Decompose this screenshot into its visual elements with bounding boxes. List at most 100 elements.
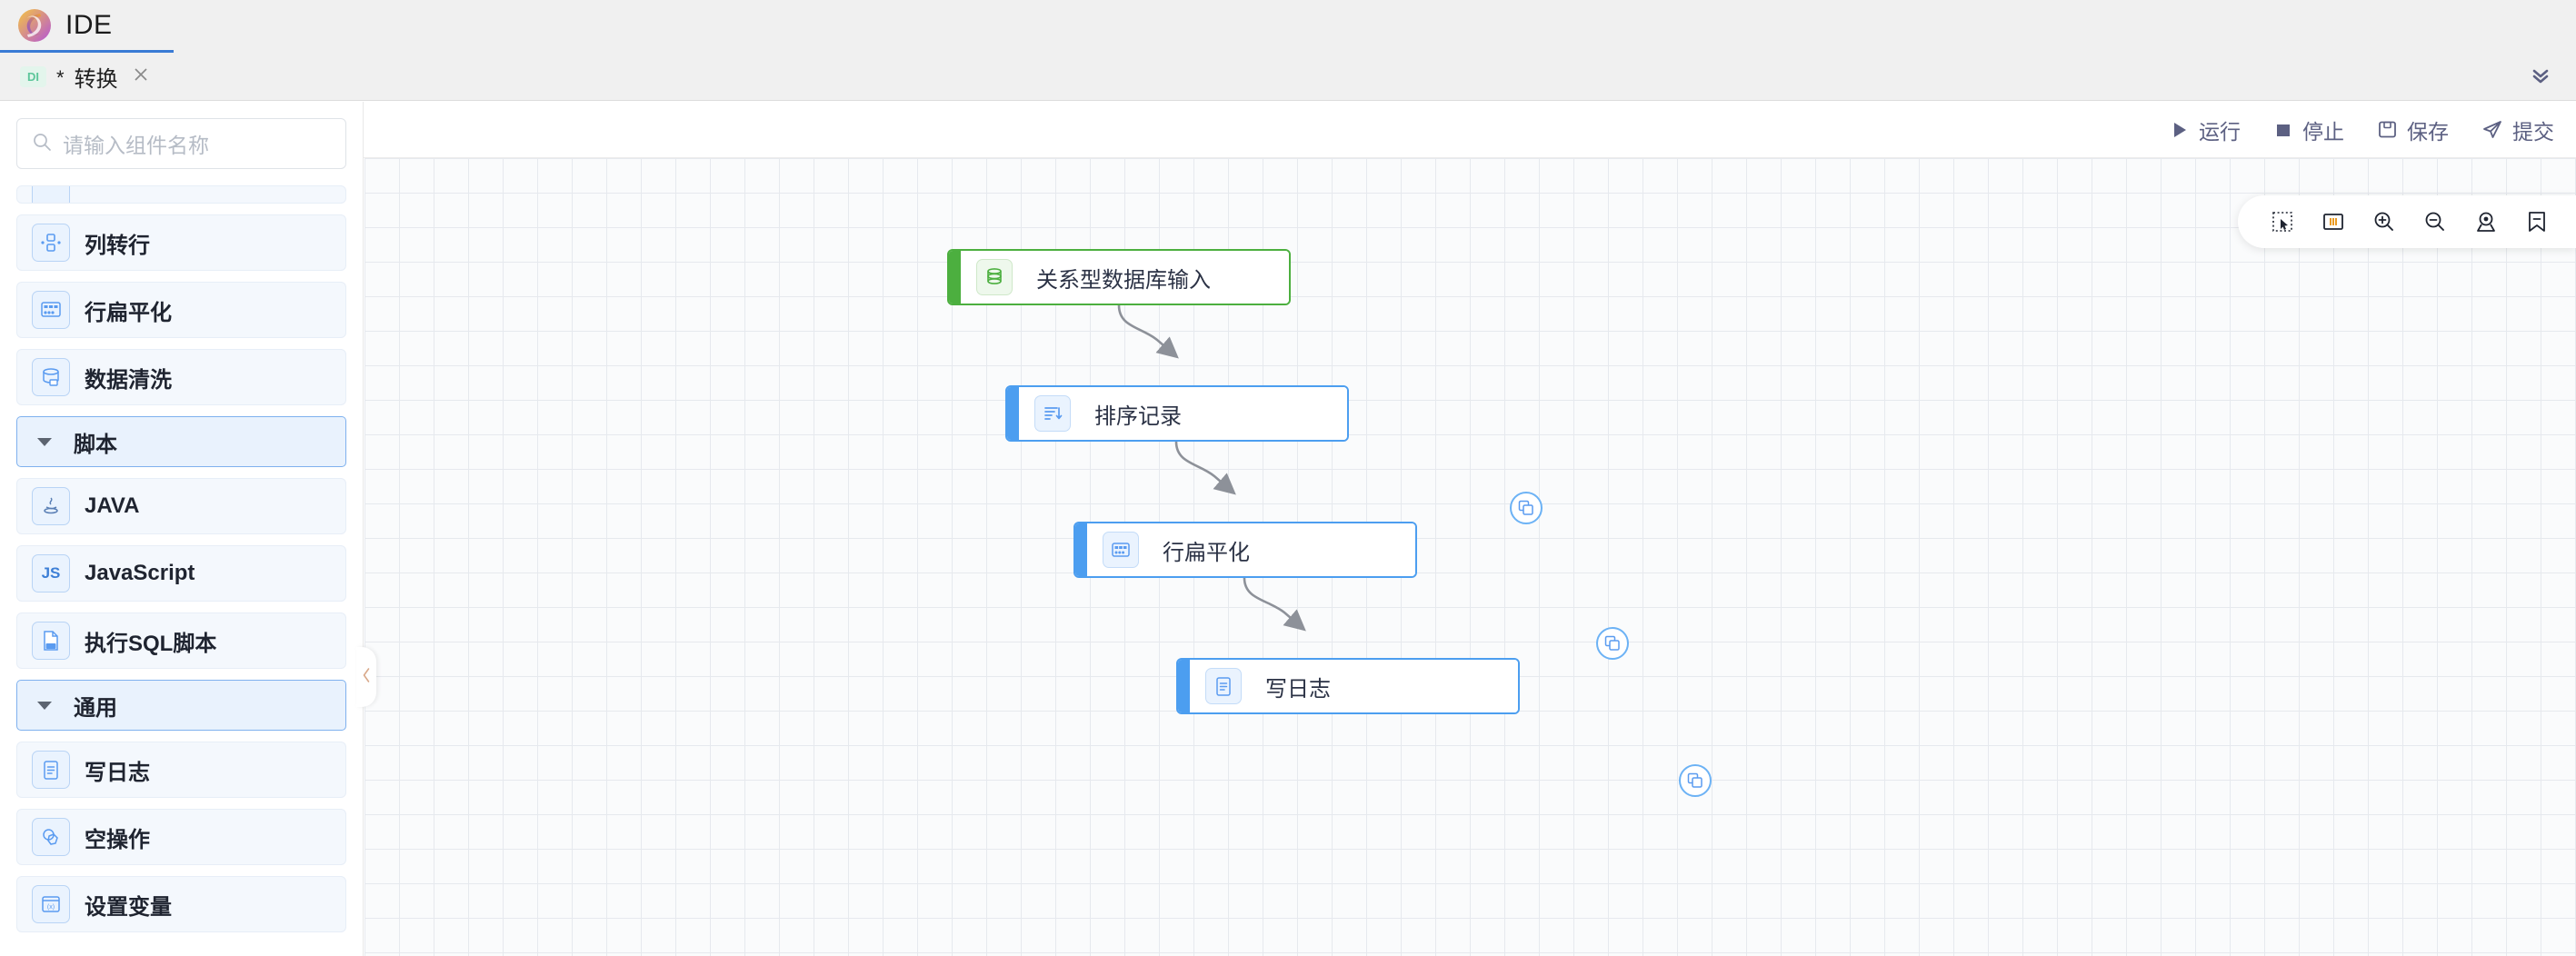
list-item-row-flatten[interactable]: 行扁平化 xyxy=(16,282,346,338)
list-item-javascript[interactable]: JS JavaScript xyxy=(16,545,346,602)
edge-badge-copy-3[interactable] xyxy=(1679,764,1712,797)
node-accent-bar xyxy=(1007,387,1019,440)
list-item-label: JAVA xyxy=(85,493,140,518)
search-container: 请输入组件名称 xyxy=(0,102,363,169)
tab-bar-spacer xyxy=(174,50,2505,100)
list-item-label: 列转行 xyxy=(85,233,150,258)
partial-item-icon xyxy=(32,186,70,203)
search-icon xyxy=(32,132,52,156)
double-chevron-down-icon[interactable] xyxy=(2505,50,2576,100)
app-title: IDE xyxy=(65,9,113,40)
list-item-write-log[interactable]: 写日志 xyxy=(16,742,346,798)
palette-group-label: 脚本 xyxy=(74,432,117,457)
list-item-label: 空操作 xyxy=(85,827,150,852)
javascript-icon: JS xyxy=(32,554,70,593)
write-log-icon xyxy=(32,751,70,789)
data-cleaning-icon xyxy=(32,358,70,396)
fit-to-screen-icon[interactable] xyxy=(2321,210,2345,234)
list-item-label: 行扁平化 xyxy=(85,300,172,325)
list-item-execute-sql[interactable]: 执行SQL脚本 xyxy=(16,612,346,669)
list-item-label: 设置变量 xyxy=(85,894,172,920)
palette-group-general[interactable]: 通用 xyxy=(16,680,346,731)
node-label: 写日志 xyxy=(1265,676,1331,702)
caret-down-icon xyxy=(37,437,52,446)
save-button[interactable]: 保存 xyxy=(2377,115,2449,145)
action-toolbar: 运行 停止 保存 提交 xyxy=(364,102,2576,158)
database-icon xyxy=(976,259,1013,295)
sidebar-collapse-handle[interactable] xyxy=(356,647,376,707)
write-log-icon xyxy=(1205,668,1242,704)
search-input[interactable]: 请输入组件名称 xyxy=(16,118,346,169)
sql-script-icon xyxy=(32,622,70,660)
submit-icon xyxy=(2481,119,2503,141)
flow-node-write-log[interactable]: 写日志 xyxy=(1176,658,1520,714)
tab-转换[interactable]: DI * 转换 xyxy=(0,50,174,100)
list-item-label: 执行SQL脚本 xyxy=(85,631,217,656)
run-button-label: 运行 xyxy=(2199,119,2241,144)
submit-button[interactable]: 提交 xyxy=(2481,115,2554,145)
list-item-column-to-row[interactable]: 列转行 xyxy=(16,214,346,271)
row-flatten-icon xyxy=(32,291,70,329)
chevron-left-icon xyxy=(360,665,373,690)
palette-list[interactable]: 列转行 行扁平化 数据清洗 xyxy=(0,185,363,956)
component-palette-sidebar: 请输入组件名称 列转行 xyxy=(0,102,364,956)
list-item-label: JavaScript xyxy=(85,561,195,585)
flow-canvas[interactable]: 关系型数据库输入 排序记录 xyxy=(364,158,2576,956)
locate-icon[interactable] xyxy=(2474,210,2498,234)
save-button-label: 保存 xyxy=(2407,119,2449,144)
tab-dirty-indicator: * xyxy=(56,66,65,89)
marquee-select-icon[interactable] xyxy=(2271,210,2294,234)
no-op-icon xyxy=(32,818,70,856)
node-body: 排序记录 xyxy=(1019,387,1347,440)
stop-icon xyxy=(2273,120,2293,140)
run-button[interactable]: 运行 xyxy=(2170,115,2241,145)
tab-type-badge: DI xyxy=(20,65,46,87)
node-body: 行扁平化 xyxy=(1087,523,1415,576)
list-item-label: 数据清洗 xyxy=(85,367,172,393)
zoom-out-icon[interactable] xyxy=(2423,210,2447,234)
list-item[interactable] xyxy=(16,185,346,204)
palette-group-script[interactable]: 脚本 xyxy=(16,416,346,467)
flow-edges xyxy=(1117,304,1306,632)
canvas-toolbar xyxy=(2238,195,2576,248)
node-body: 写日志 xyxy=(1190,660,1518,712)
sort-records-icon xyxy=(1034,395,1071,432)
node-label: 行扁平化 xyxy=(1163,540,1250,565)
svg-text:(x): (x) xyxy=(47,904,55,911)
bookmark-icon[interactable] xyxy=(2525,210,2549,234)
flow-node-relational-db-input[interactable]: 关系型数据库输入 xyxy=(947,249,1291,305)
submit-button-label: 提交 xyxy=(2512,119,2554,144)
node-body: 关系型数据库输入 xyxy=(961,251,1289,304)
set-variable-icon: (x) xyxy=(32,885,70,923)
row-flatten-icon xyxy=(1103,532,1139,568)
node-accent-bar xyxy=(949,251,961,304)
play-icon xyxy=(2170,120,2190,140)
flow-node-sort-records[interactable]: 排序记录 xyxy=(1005,385,1349,442)
list-item-set-variable[interactable]: (x) 设置变量 xyxy=(16,876,346,932)
node-accent-bar xyxy=(1075,523,1087,576)
title-bar: IDE xyxy=(0,0,2576,50)
save-icon xyxy=(2377,119,2398,140)
java-icon xyxy=(32,487,70,525)
node-accent-bar xyxy=(1178,660,1190,712)
palette-group-label: 通用 xyxy=(74,695,117,721)
list-item-no-op[interactable]: 空操作 xyxy=(16,809,346,865)
close-icon[interactable] xyxy=(132,65,150,87)
column-to-row-icon xyxy=(32,224,70,262)
list-item-java[interactable]: JAVA xyxy=(16,478,346,534)
flow-node-row-flatten[interactable]: 行扁平化 xyxy=(1073,522,1417,578)
search-placeholder: 请输入组件名称 xyxy=(63,134,209,157)
list-item-data-cleaning[interactable]: 数据清洗 xyxy=(16,349,346,405)
node-label: 排序记录 xyxy=(1094,403,1182,429)
stop-button-label: 停止 xyxy=(2302,119,2344,144)
edge-badge-copy-1[interactable] xyxy=(1510,492,1543,524)
list-item-label: 写日志 xyxy=(85,760,150,785)
zoom-in-icon[interactable] xyxy=(2372,210,2396,234)
node-label: 关系型数据库输入 xyxy=(1036,267,1211,293)
caret-down-icon xyxy=(37,701,52,710)
swirl-logo-icon xyxy=(16,7,53,44)
edge-badge-copy-2[interactable] xyxy=(1596,627,1629,660)
tab-label: 转换 xyxy=(74,66,118,92)
stop-button[interactable]: 停止 xyxy=(2273,115,2344,145)
tab-bar: DI * 转换 xyxy=(0,50,2576,101)
